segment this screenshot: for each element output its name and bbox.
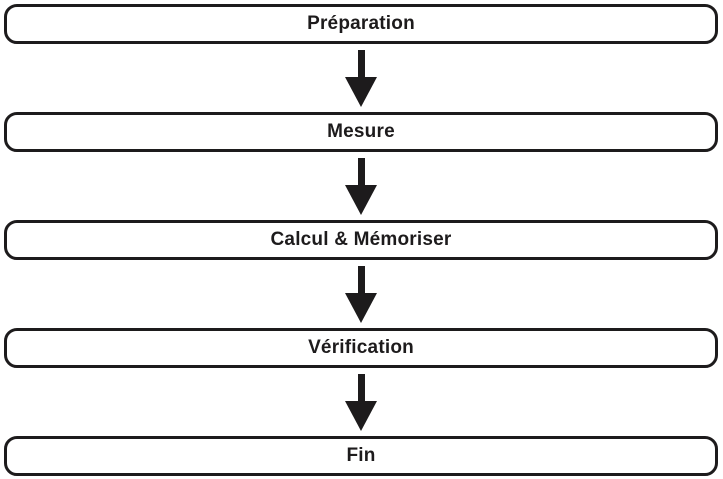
step-box-fin: Fin: [4, 436, 718, 476]
down-arrow-icon: [345, 265, 377, 323]
step-box-verification: Vérification: [4, 328, 718, 368]
step-box-preparation: Préparation: [4, 4, 718, 44]
step-box-calcul-memoriser: Calcul & Mémoriser: [4, 220, 718, 260]
down-arrow-icon: [345, 49, 377, 107]
arrow-gap: [4, 260, 718, 328]
step-label-fin: Fin: [346, 445, 376, 466]
arrow-gap: [4, 152, 718, 220]
down-arrow-icon: [345, 373, 377, 431]
arrow-gap: [4, 368, 718, 436]
flowchart-steps: Préparation Mesure Calcul & Mémoriser: [4, 4, 718, 476]
step-label-calcul-memoriser: Calcul & Mémoriser: [270, 229, 452, 250]
step-label-mesure: Mesure: [327, 121, 395, 142]
step-label-preparation: Préparation: [307, 13, 415, 34]
step-label-verification: Vérification: [308, 337, 414, 358]
down-arrow-icon: [345, 157, 377, 215]
step-box-mesure: Mesure: [4, 112, 718, 152]
arrow-gap: [4, 44, 718, 112]
